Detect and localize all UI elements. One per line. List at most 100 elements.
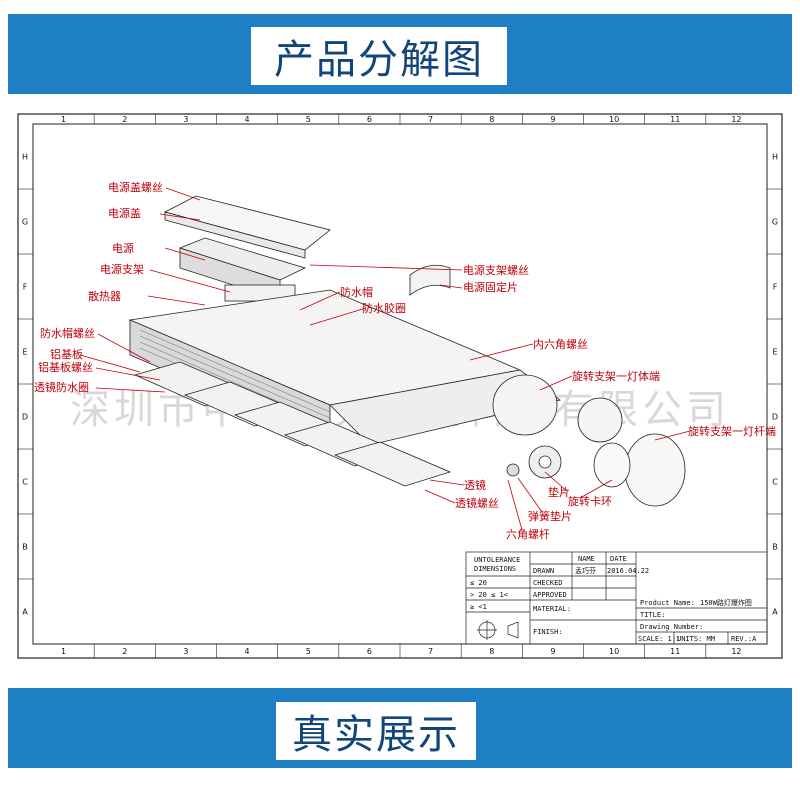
snap-ring <box>593 442 631 488</box>
top-banner-title: 产品分解图 <box>251 27 507 85</box>
bottom-banner-title: 真实展示 <box>276 702 476 760</box>
finish-label: FINISH: <box>533 628 563 636</box>
grid-col-4-top: 4 <box>245 115 250 124</box>
name-label: NAME <box>578 555 595 563</box>
label-power-cover: 电源盖 <box>108 206 141 220</box>
label-waterproof-cap: 防水帽 <box>340 285 373 299</box>
parts <box>128 195 686 507</box>
label-hex-bolt: 六角螺杆 <box>506 527 550 541</box>
grid-col-1-top: 1 <box>61 115 66 124</box>
tol-header-1: UNTOLERANCE <box>474 556 520 564</box>
label-aluminum-board-screw: 铝基板螺丝 <box>38 360 93 374</box>
grid-row-H-right: H <box>772 153 778 162</box>
units-label: UNITS: MM <box>677 635 715 643</box>
rev-label: REV.:A <box>731 635 757 643</box>
grid-col-2-top: 2 <box>122 115 127 124</box>
date-label: DATE <box>610 555 627 563</box>
grid-col-11-bottom: 11 <box>670 647 680 656</box>
label-heat-sink: 散热器 <box>88 289 121 303</box>
label-power-supply: 电源 <box>112 241 134 255</box>
grid-row-H-left: H <box>22 153 28 162</box>
grid-row-E-left: E <box>22 348 27 357</box>
rotating-bracket-joint <box>577 397 623 443</box>
grid-col-4-bottom: 4 <box>245 647 250 656</box>
grid-col-3-bottom: 3 <box>183 647 188 656</box>
rotating-bracket-body <box>492 374 558 436</box>
label-spring-washer: 弹簧垫片 <box>528 509 572 523</box>
grid-col-3-top: 3 <box>183 115 188 124</box>
label-power-fixing-plate: 电源固定片 <box>463 280 518 294</box>
title-block-text: UNTOLERANCE DIMENSIONS ≤ 20 > 20 ≤ 1< ≥ … <box>470 555 757 643</box>
lens-plates <box>133 361 452 487</box>
grid-row-E-right: E <box>772 348 777 357</box>
grid-col-10-bottom: 10 <box>609 647 619 656</box>
drawing-number-label: Drawing Number: <box>640 623 703 631</box>
grid-row-F-left: F <box>23 283 28 292</box>
bottom-banner: 真实展示 <box>8 688 792 768</box>
label-washer: 垫片 <box>548 485 570 499</box>
callout-labels: 电源盖螺丝 电源盖 电源 电源支架 散热器 防水帽螺丝 铝基板 铝基板螺丝 透镜… <box>34 180 776 541</box>
label-lens: 透镜 <box>464 478 486 492</box>
label-inner-hex-screw: 内六角螺丝 <box>533 337 588 351</box>
grid-row-A-left: A <box>22 608 28 617</box>
grid-col-7-bottom: 7 <box>428 647 433 656</box>
grid-col-12-bottom: 12 <box>731 647 741 656</box>
rotating-bracket-pole <box>624 433 686 507</box>
tol-1: ≤ 20 <box>470 579 487 587</box>
label-aluminum-board: 铝基板 <box>50 347 83 361</box>
title-block <box>465 551 768 645</box>
label-power-cover-screw: 电源盖螺丝 <box>108 180 163 194</box>
grid-row-G-right: G <box>772 218 778 227</box>
grid-row-G-left: G <box>22 218 28 227</box>
leader-lines <box>79 187 691 531</box>
tol-3: ≥ <1 <box>470 603 487 611</box>
grid-col-7-top: 7 <box>428 115 433 124</box>
top-banner: 产品分解图 <box>8 14 792 94</box>
label-rotating-bracket-pole: 旋转支架一灯杆端 <box>688 424 776 438</box>
grid-row-D-left: D <box>22 413 28 422</box>
washer-hole <box>538 455 552 469</box>
product-name-label: Product Name: <box>640 599 695 607</box>
grid-col-5-bottom: 5 <box>306 647 311 656</box>
drawn-date: 2016.04.22 <box>607 567 649 575</box>
scale-label: SCALE: 1:1 <box>638 635 680 643</box>
grid-col-5-top: 5 <box>306 115 311 124</box>
grid-col-9-bottom: 9 <box>550 647 555 656</box>
grid-row-B-left: B <box>22 543 28 552</box>
grid-row-A-right: A <box>772 608 778 617</box>
product-name-value: 150W路灯爆炸图 <box>700 598 752 607</box>
power-cover-side <box>164 211 306 259</box>
grid-col-8-bottom: 8 <box>489 647 494 656</box>
label-power-bracket-screw: 电源支架螺丝 <box>463 263 529 277</box>
grid-col-6-top: 6 <box>367 115 372 124</box>
grid-col-2-bottom: 2 <box>122 647 127 656</box>
material-label: MATERIAL: <box>533 605 571 613</box>
grid-row-C-right: C <box>772 478 778 487</box>
grid-row-D-right: D <box>772 413 778 422</box>
label-waterproof-rubber-ring: 防水胶圈 <box>362 301 406 315</box>
grid-row-C-left: C <box>22 478 28 487</box>
grid-col-12-top: 12 <box>731 115 741 124</box>
power-fixing-plate <box>409 264 451 296</box>
grid-col-6-bottom: 6 <box>367 647 372 656</box>
grid-col-1-bottom: 1 <box>61 647 66 656</box>
approved-label: APPROVED <box>533 591 567 599</box>
checked-label: CHECKED <box>533 579 563 587</box>
grid-col-8-top: 8 <box>489 115 494 124</box>
grid-col-11-top: 11 <box>670 115 680 124</box>
label-lens-waterproof-ring: 透镜防水圈 <box>34 380 89 394</box>
tol-header-2: DIMENSIONS <box>474 565 516 573</box>
drawn-name: 孟巧芬 <box>575 566 596 575</box>
grid-row-B-right: B <box>772 543 778 552</box>
spring-washer <box>506 463 520 477</box>
grid-col-10-top: 10 <box>609 115 619 124</box>
tol-2: > 20 ≤ 1< <box>470 591 508 599</box>
label-lens-screw: 透镜螺丝 <box>455 496 499 510</box>
label-power-bracket: 电源支架 <box>100 262 144 276</box>
label-rotating-snap-ring: 旋转卡环 <box>568 494 612 508</box>
label-waterproof-cap-screw: 防水帽螺丝 <box>40 326 95 340</box>
grid-row-F-right: F <box>773 283 778 292</box>
title-label: TITLE: <box>640 611 665 619</box>
